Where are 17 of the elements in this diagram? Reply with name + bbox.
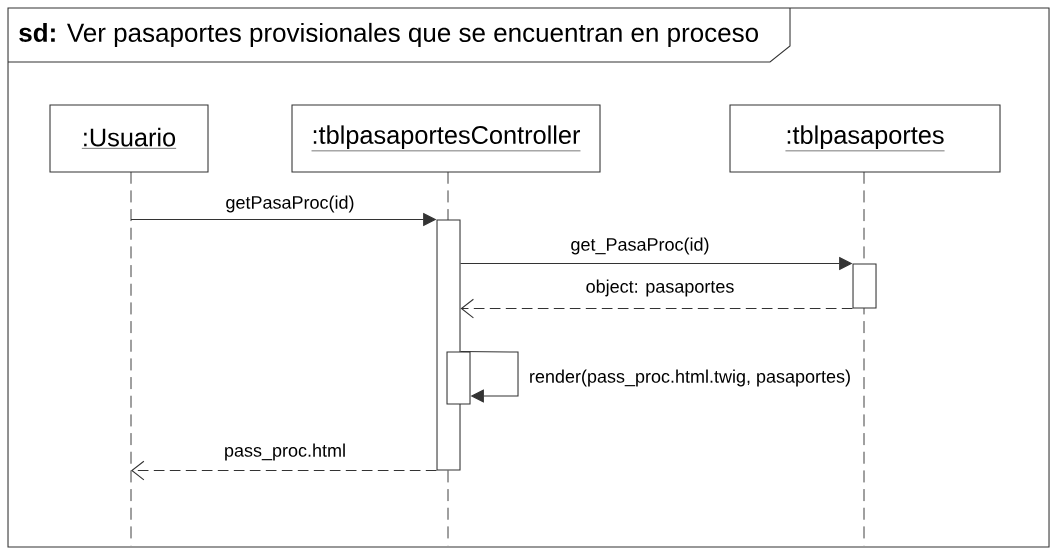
edge-label: getPasaProc(id) [224, 194, 356, 214]
lifeline-head-box: :tblpasaportes [729, 104, 1001, 173]
activation-bar [446, 351, 471, 405]
lifeline [130, 171, 132, 546]
lifeline-head-box: :tblpasaportesController [291, 104, 601, 173]
edge-label: get_PasaProc(id) [569, 236, 711, 256]
edge-label: render(pass_proc.html.twig, pasaportes) [528, 368, 852, 388]
edge-label: object: pasaportes [584, 278, 736, 298]
edge-label: pass_proc.html [223, 442, 347, 462]
frame-title: sd: Ver pasaportes provisionales que se encuentran en proceso [19, 22, 758, 48]
activation-bar [852, 263, 877, 309]
sequence-frame [7, 7, 1050, 548]
message-arrow [460, 350, 519, 403]
return-arrow [131, 460, 437, 481]
lifeline [863, 171, 865, 546]
lifeline-head-box: :Usuario [49, 104, 209, 173]
return-arrow [460, 298, 853, 319]
